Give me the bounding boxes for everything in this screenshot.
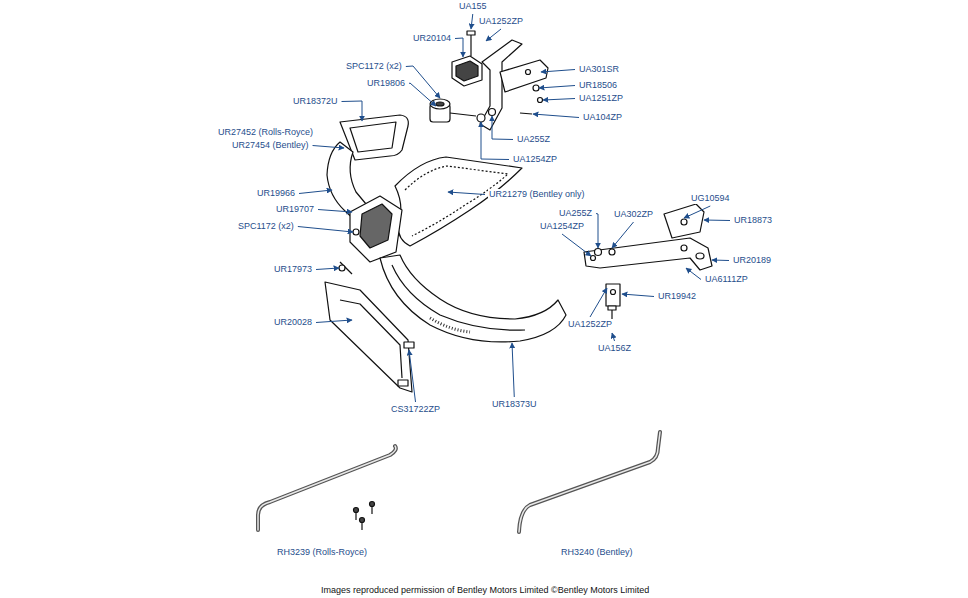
part-number: UR19942 (657, 291, 697, 302)
leader-line (318, 210, 352, 213)
copyright-caption: Images reproduced permission of Bentley … (321, 585, 649, 596)
part-number: UR19707 (275, 204, 315, 215)
part-number: UR18373U (491, 399, 538, 410)
leader-line (471, 14, 473, 29)
leader-line (342, 101, 362, 121)
leader-line (712, 260, 729, 262)
leader-line (298, 227, 353, 233)
part-number: SPC1172 (x2) (237, 221, 295, 232)
part-number: UA6111ZP (704, 274, 749, 285)
part-number: UA1254ZP (539, 221, 585, 232)
leader-line (299, 190, 332, 194)
leader-line (492, 116, 513, 140)
leader-line (539, 86, 575, 89)
part-number: UA302ZP (613, 209, 654, 220)
leader-line (686, 268, 701, 280)
leader-line (512, 343, 514, 397)
part-number: UA155 (458, 1, 488, 12)
leader-line (684, 206, 710, 218)
part-number: UA1251ZP (578, 93, 624, 104)
leader-line (455, 38, 463, 57)
leader-line (448, 192, 485, 195)
part-number: UA1252ZP (478, 16, 524, 27)
part-number: CS31722ZP (390, 404, 441, 415)
leader-line (486, 29, 501, 41)
part-number: UR20189 (732, 255, 772, 266)
leader-line (612, 333, 615, 341)
part-number: UR27454 (Bentley) (231, 140, 310, 151)
leader-line (541, 70, 575, 73)
leader-line (409, 350, 416, 402)
part-number: UR20028 (273, 317, 313, 328)
part-number: UR17973 (273, 264, 313, 275)
part-number: UR18873 (733, 215, 773, 226)
part-number: UA255Z (558, 208, 593, 219)
leader-line (316, 320, 352, 323)
leader-line (590, 288, 607, 317)
part-number: RH3239 (Rolls-Royce) (276, 547, 368, 558)
part-number: UR18372U (292, 96, 339, 107)
part-number: UG10594 (690, 193, 731, 204)
part-number: UR19966 (256, 188, 296, 199)
leader-line (612, 222, 634, 248)
part-number: UA301SR (578, 64, 620, 75)
part-number: UR20104 (412, 33, 452, 44)
leader-line (562, 234, 591, 256)
part-number: UA255Z (516, 134, 551, 145)
part-number: UR21279 (Bentley only) (488, 189, 586, 200)
leader-line (543, 99, 575, 101)
part-number: RH3240 (Bentley) (560, 547, 634, 558)
leader-line (481, 122, 509, 160)
leader-line (533, 114, 579, 118)
leader-line (622, 294, 654, 297)
leader-line (704, 220, 730, 222)
part-number: SPC1172 (x2) (345, 61, 403, 72)
part-number: UR27452 (Rolls-Royce) (217, 127, 314, 138)
part-number: UR19806 (366, 78, 406, 89)
part-number: UR18506 (578, 80, 618, 91)
part-number: UA1252ZP (567, 319, 613, 330)
leader-line (316, 268, 339, 270)
part-number: UA1254ZP (512, 154, 558, 165)
leader-line (313, 146, 344, 149)
leader-line (596, 214, 598, 249)
leader-line (406, 66, 440, 98)
part-number: UA156Z (597, 343, 632, 354)
leader-line (409, 83, 436, 106)
part-number: UA104ZP (582, 112, 623, 123)
